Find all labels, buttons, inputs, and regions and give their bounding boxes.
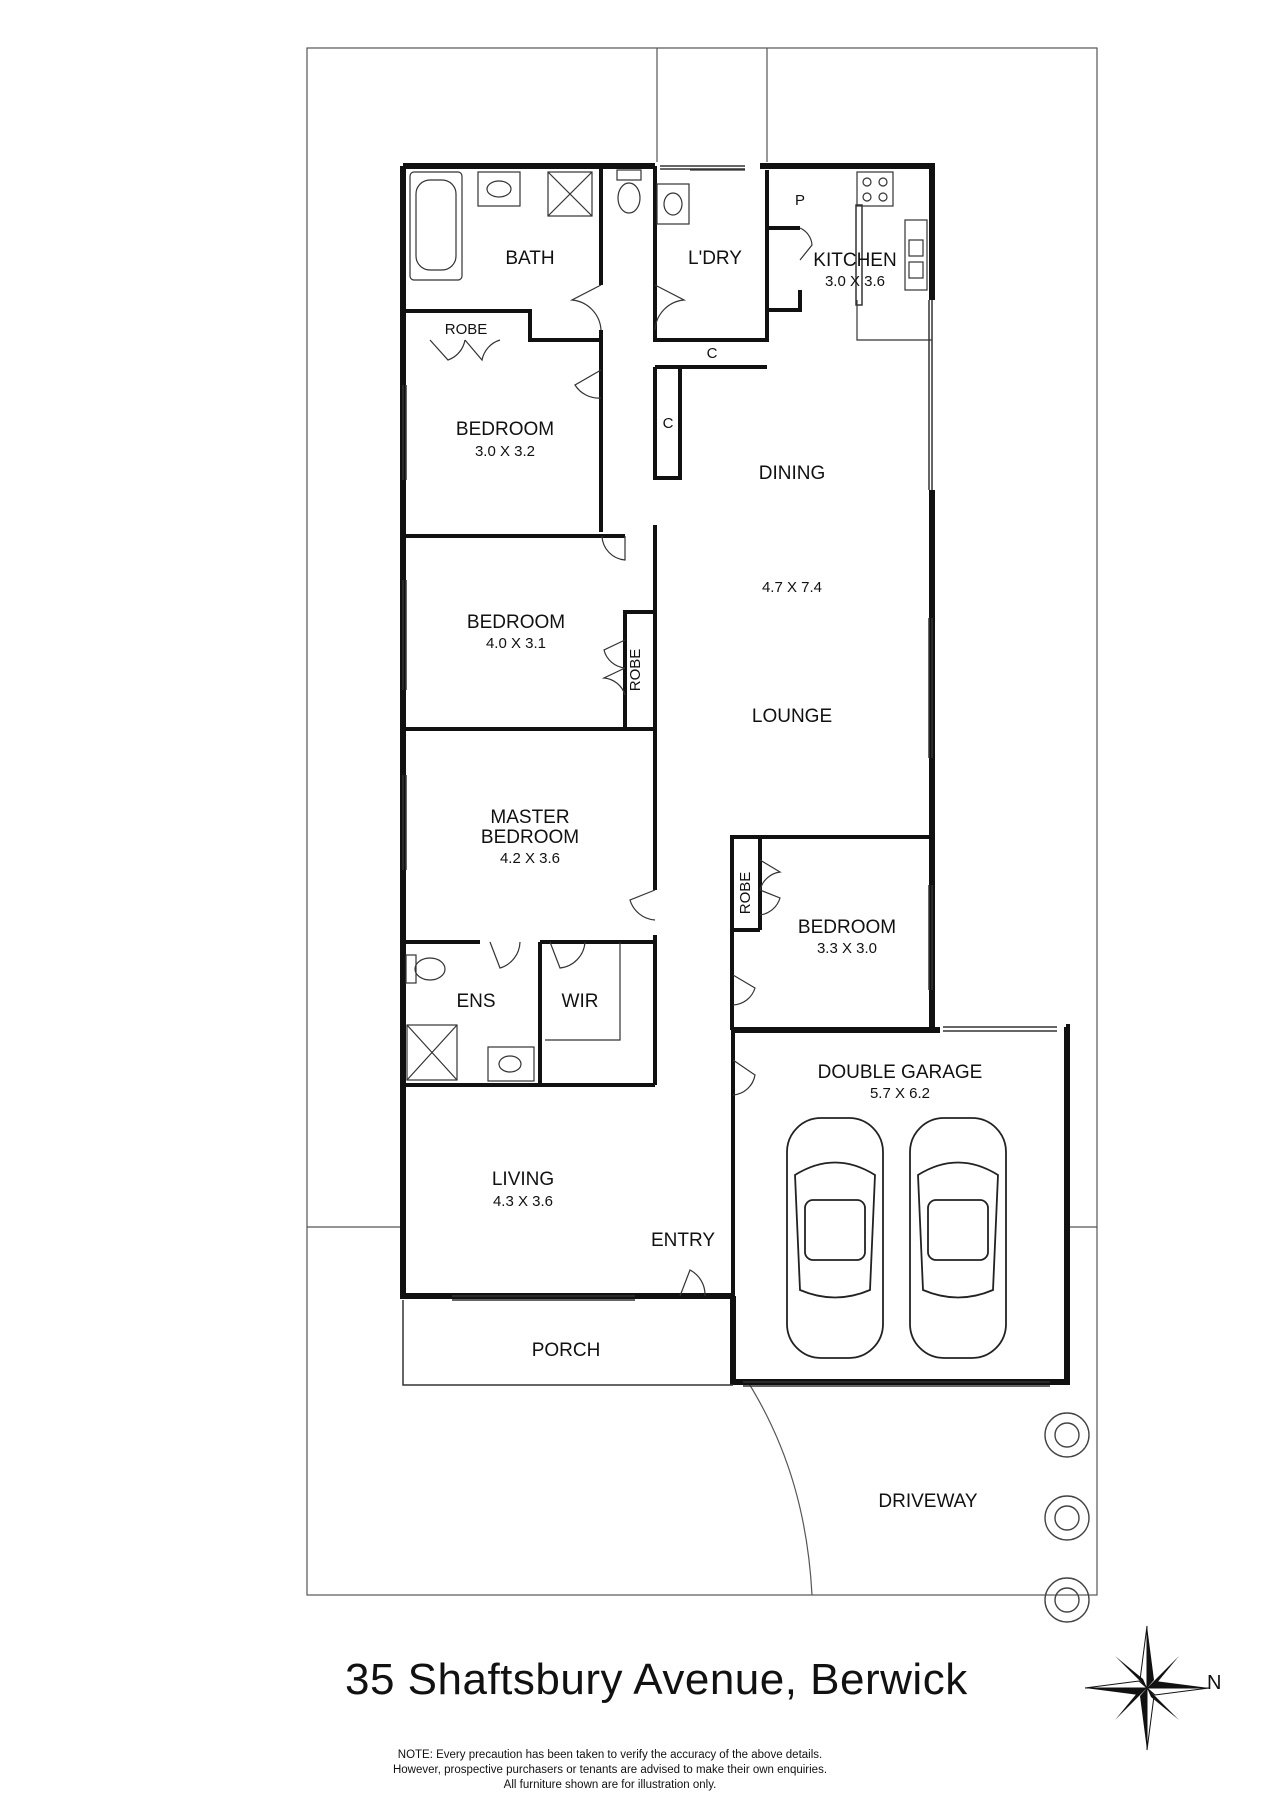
room-label-entry: ENTRY xyxy=(651,1230,715,1251)
room-label-lounge: LOUNGE xyxy=(752,706,832,727)
room-label-wir: WIR xyxy=(562,991,599,1012)
note-line-3: All furniture shown are for illustration… xyxy=(503,1779,717,1791)
room-label-robe-2: ROBE xyxy=(627,649,644,692)
room-labels: BATH L'DRY P KITCHEN 3.0 X 3.6 ROBE C C … xyxy=(445,192,983,1512)
ens-basin-icon xyxy=(487,1046,535,1082)
room-label-cupboard-2: C xyxy=(663,415,674,432)
room-label-pantry: P xyxy=(795,192,805,209)
basin-icon xyxy=(477,171,521,207)
room-label-robe-3: ROBE xyxy=(737,872,754,915)
room-label-bedroom-3: BEDROOM xyxy=(798,917,896,938)
room-label-laundry: L'DRY xyxy=(688,248,742,269)
bathtub-icon xyxy=(409,171,463,281)
toilet-icon xyxy=(616,169,642,181)
room-label-kitchen: KITCHEN xyxy=(813,250,896,271)
sink-icon xyxy=(904,219,928,291)
room-dim-bedroom-2: 4.0 X 3.1 xyxy=(486,635,546,652)
interior-walls xyxy=(403,166,932,1385)
car-icon xyxy=(786,1117,884,1359)
property-address: 35 Shaftsbury Avenue, Berwick xyxy=(345,1655,968,1704)
room-dim-kitchen: 3.0 X 3.6 xyxy=(825,273,885,290)
room-label-master-2: BEDROOM xyxy=(481,827,579,848)
room-label-porch: PORCH xyxy=(532,1340,601,1361)
disclaimer-note: NOTE: Every precaution has been taken to… xyxy=(300,1748,920,1793)
room-label-dining: DINING xyxy=(759,463,826,484)
windows xyxy=(402,165,1057,1387)
room-label-driveway: DRIVEWAY xyxy=(878,1491,978,1512)
trough-icon xyxy=(656,183,690,225)
room-label-bath: BATH xyxy=(505,248,554,269)
room-dim-bedroom-1: 3.0 X 3.2 xyxy=(475,443,535,460)
car-icon xyxy=(909,1117,1007,1359)
room-dim-master: 4.2 X 3.6 xyxy=(500,850,560,867)
room-dim-lounge: 4.7 X 7.4 xyxy=(762,579,822,596)
room-dim-bedroom-3: 3.3 X 3.0 xyxy=(817,940,877,957)
room-label-cupboard-1: C xyxy=(707,345,718,362)
shower-icon xyxy=(547,171,593,217)
compass-icon xyxy=(1084,1625,1210,1751)
cooktop-icon xyxy=(856,171,894,207)
room-label-bedroom-1: BEDROOM xyxy=(456,419,554,440)
fixtures xyxy=(405,169,932,1082)
room-label-master-1: MASTER xyxy=(490,807,569,828)
room-dim-living: 4.3 X 3.6 xyxy=(493,1193,553,1210)
note-line-2: However, prospective purchasers or tenan… xyxy=(392,1764,828,1776)
room-dim-garage: 5.7 X 6.2 xyxy=(870,1085,930,1102)
room-label-bedroom-2: BEDROOM xyxy=(467,612,565,633)
door-swings xyxy=(429,169,813,1297)
north-label: N xyxy=(1207,1672,1222,1694)
ens-shower-icon xyxy=(406,1024,458,1081)
room-label-robe-1: ROBE xyxy=(445,321,488,338)
ens-toilet-icon xyxy=(405,954,417,984)
note-line-1: NOTE: Every precaution has been taken to… xyxy=(397,1749,823,1761)
room-label-living: LIVING xyxy=(492,1169,554,1190)
shrub-icon xyxy=(1044,1412,1090,1623)
porch-outline xyxy=(402,1300,733,1386)
room-label-garage: DOUBLE GARAGE xyxy=(818,1062,983,1083)
room-label-ens: ENS xyxy=(456,991,495,1012)
property-boundary xyxy=(306,47,1098,1596)
